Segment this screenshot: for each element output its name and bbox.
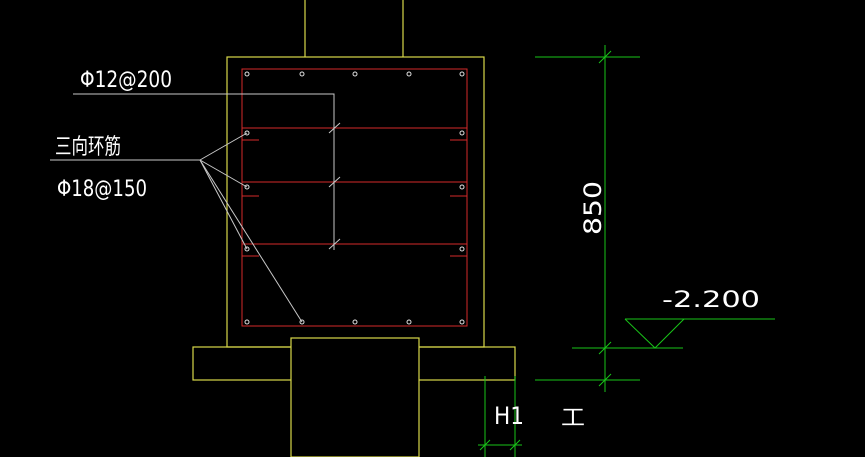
ring-rebar-spec-label: Φ18@150 — [57, 177, 147, 202]
rebar-dot-bot-2 — [299, 319, 305, 325]
elevation-triangle — [624, 318, 685, 349]
dim-tick-bottom — [598, 373, 612, 387]
pile-shaft — [290, 337, 420, 457]
rebar-dot-top-3 — [352, 71, 358, 77]
dimension-lines — [478, 45, 775, 457]
dim-tick-mid — [598, 341, 612, 355]
stirrup-spec-label: Φ12@200 — [80, 68, 172, 93]
rebar-dot-side-l1 — [244, 130, 250, 136]
stirrup-tick-2 — [328, 176, 341, 188]
rebar-dot-bot-5 — [459, 319, 465, 325]
pile-symbol-label: 工 — [561, 406, 585, 431]
ring-leader-4 — [199, 159, 303, 323]
rebar-dot-top-1 — [244, 71, 250, 77]
rebar-dot-side-r1 — [459, 130, 465, 136]
stirrup-leader — [73, 93, 335, 250]
leader-lines — [50, 93, 341, 323]
pile-cap-block — [226, 56, 485, 348]
rebar-cage — [241, 68, 468, 327]
rebar-dot-side-l3 — [244, 246, 250, 252]
rebar-dot-top-4 — [406, 71, 412, 77]
stirrup-tick-3 — [328, 238, 341, 250]
ring-leader-2 — [199, 159, 248, 188]
pile-dim-tick-l — [479, 439, 491, 451]
dim-tick-top — [598, 50, 612, 64]
rebar-dot-side-r3 — [459, 246, 465, 252]
depth-dimension-label: 850 — [579, 181, 607, 235]
pile-dim-tick-r — [509, 439, 521, 451]
rebar-dot-side-l2 — [244, 184, 250, 190]
rebar-group — [241, 68, 468, 327]
ring-rebar-label: 三向环筋 — [55, 135, 121, 160]
stirrup-tick-1 — [328, 122, 341, 134]
pile-mark-label: H1 — [494, 402, 524, 430]
rebar-dot-top-5 — [459, 71, 465, 77]
rebar-dot-bot-4 — [406, 319, 412, 325]
ring-leader-1 — [199, 132, 248, 161]
rebar-dots — [244, 71, 465, 325]
rebar-dot-bot-3 — [352, 319, 358, 325]
rebar-dot-bot-1 — [244, 319, 250, 325]
rebar-dot-side-r2 — [459, 184, 465, 190]
ring-leader-3 — [199, 159, 248, 250]
rebar-dot-top-2 — [299, 71, 305, 77]
elevation-label: -2.200 — [662, 288, 760, 313]
